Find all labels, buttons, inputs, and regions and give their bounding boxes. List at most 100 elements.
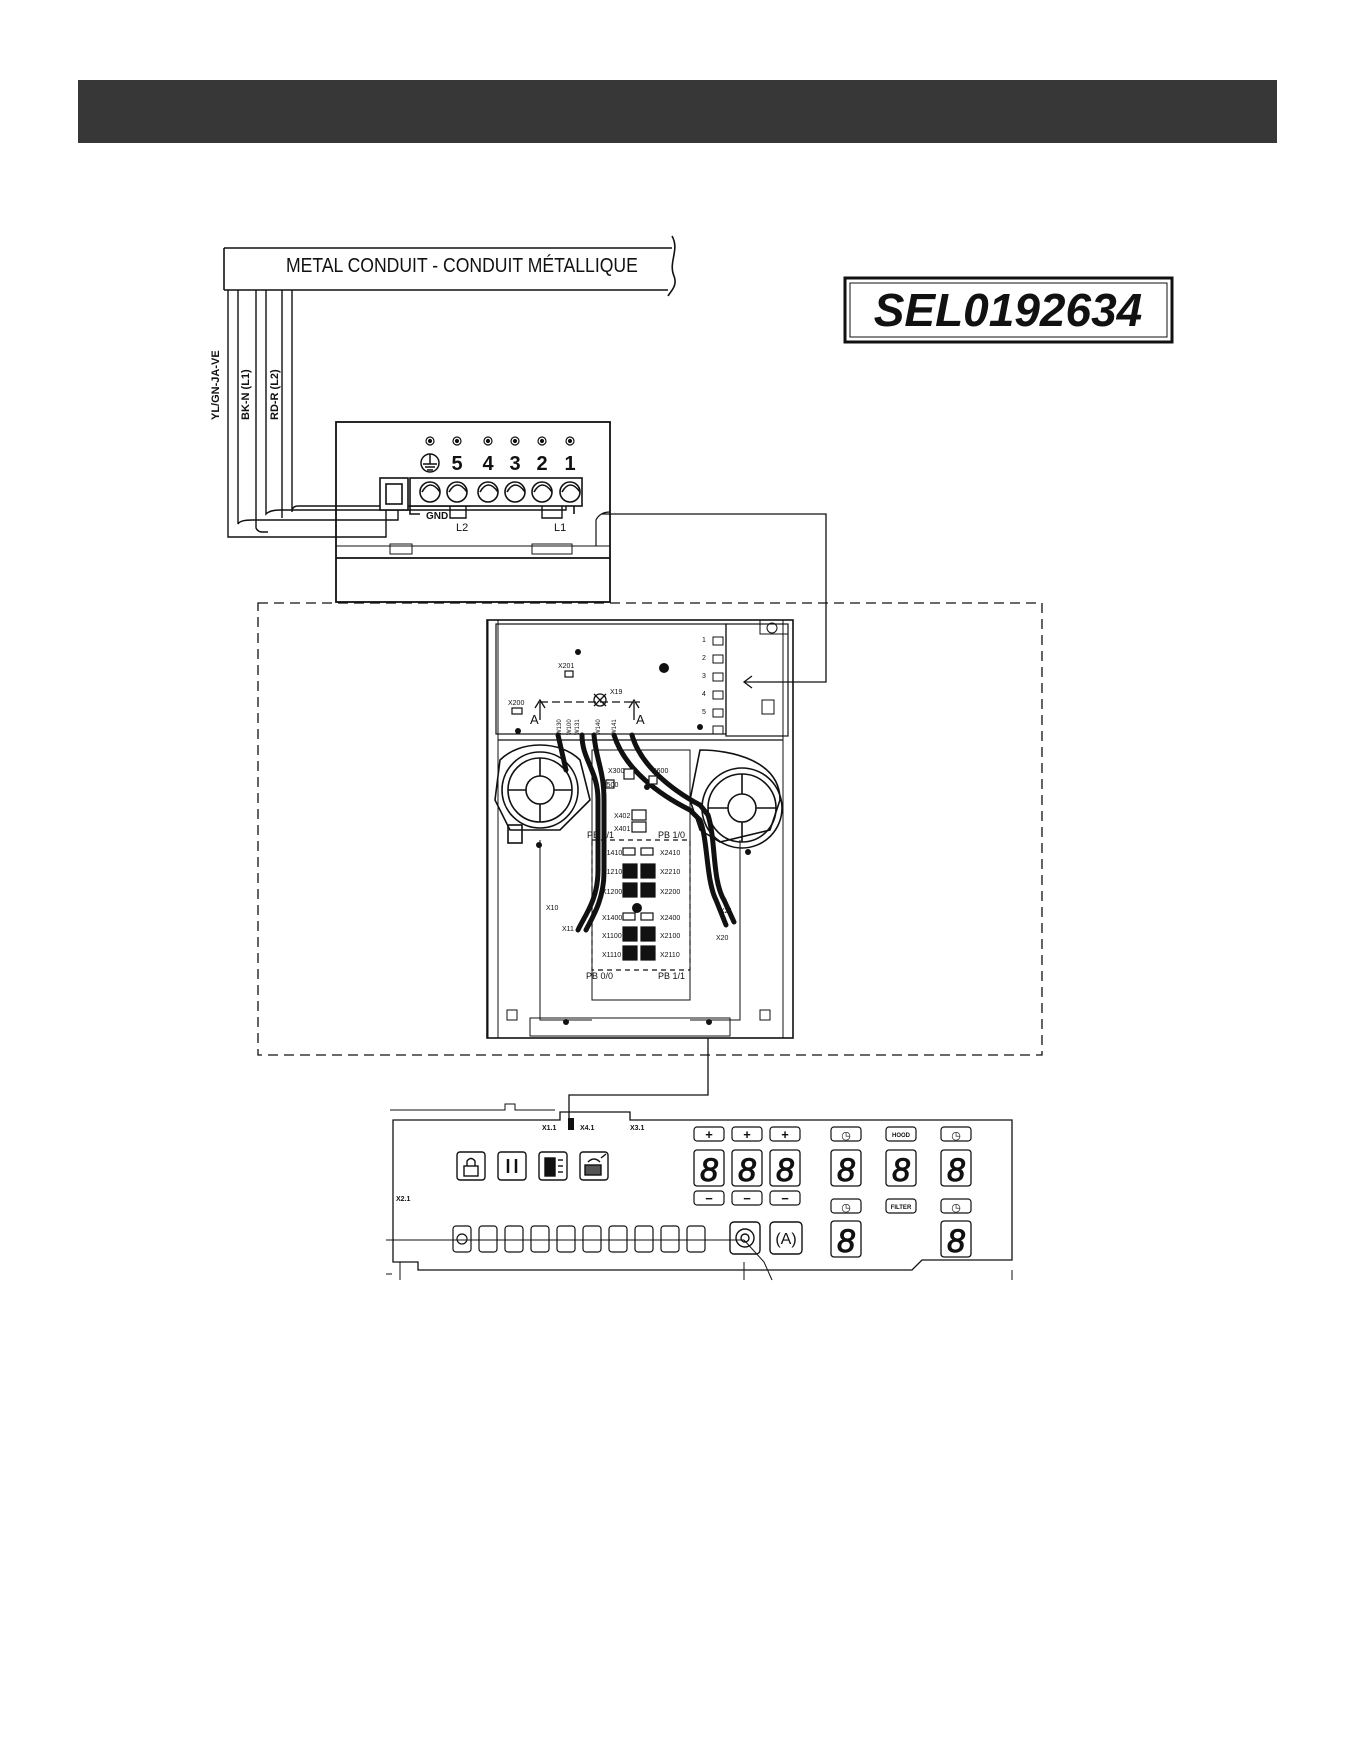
digit-2: 8 (738, 1152, 756, 1188)
label-x11: X11 (562, 926, 574, 933)
relay-label-x1410: X1410 (602, 850, 622, 857)
power-board-labels: 1 2 3 4 5 X201 X200 X19 A A W130 W100 W1… (508, 637, 733, 981)
plus-keys (693, 1126, 801, 1142)
cooktop-outline-dashed (257, 602, 1043, 1056)
timer-key-1-icon: ◷ (841, 1130, 851, 1142)
label-x600: X600 (652, 768, 668, 775)
model-code-box (843, 276, 1174, 344)
side-pin-2: 2 (702, 655, 706, 662)
digit-4: 8 (837, 1152, 855, 1188)
timer-key-2-icon: ◷ (951, 1130, 961, 1142)
label-pb11: PB 1/1 (658, 971, 685, 981)
wire-label-l1: BK-N (L1) (240, 369, 252, 420)
label-pb00: PB 0/0 (586, 971, 613, 981)
label-w140: W140 (596, 719, 602, 735)
relay-label-x1100: X1100 (602, 933, 622, 940)
label-x200: X200 (508, 700, 524, 707)
control-board (386, 1103, 1013, 1281)
ground-symbol-icon (420, 453, 440, 473)
screw-terminals (379, 477, 583, 515)
terminal-number-5: 5 (451, 453, 462, 475)
label-pb10: PB 1/0 (658, 830, 685, 840)
connector-x41: X4.1 (580, 1125, 595, 1132)
timer-key-3-icon: ◷ (841, 1202, 851, 1214)
label-pb01: PB 0/1 (587, 830, 614, 840)
digit-5: 8 (892, 1152, 910, 1188)
terminal-number-2: 2 (536, 453, 547, 475)
metal-conduit (223, 235, 676, 297)
label-x402: X402 (614, 813, 630, 820)
label-x19: X19 (610, 689, 623, 696)
side-pin-1: 1 (702, 637, 706, 644)
header-bar (78, 80, 1277, 143)
side-pin-4: 4 (702, 691, 706, 698)
label-section-a-left: A (530, 712, 539, 727)
target-key (729, 1221, 761, 1255)
label-w100: W100 (567, 719, 573, 735)
relay-label-x1400: X1400 (602, 915, 622, 922)
relay-label-x2400: X2400 (660, 915, 680, 922)
digit-3: 8 (776, 1152, 794, 1188)
filter-key-label: FILTER (891, 1205, 912, 1211)
relay-matrix (511, 670, 691, 971)
label-x300: X300 (608, 768, 624, 775)
plus-key-1-label: + (705, 1127, 713, 1142)
terminal-block (335, 421, 611, 603)
terminal-indicators (425, 436, 575, 446)
section-line (534, 693, 640, 720)
control-board-labels: X1.1 X4.1 X3.1 X2.1 (396, 1125, 645, 1203)
wire-harness (555, 732, 737, 933)
keep-warm-key (538, 1151, 568, 1181)
power-slider (452, 1225, 706, 1253)
label-x20: X20 (716, 935, 729, 942)
wire-label-l2: RD-R (L2) (269, 369, 281, 420)
label-w130: W130 (557, 719, 563, 735)
cookware-key (579, 1151, 609, 1181)
terminal-label-l1: L1 (554, 522, 566, 534)
minus-key-3-label: − (781, 1191, 789, 1206)
relay-label-x2100: X2100 (660, 933, 680, 940)
connector-x21: X2.1 (396, 1196, 411, 1203)
hood-key-label: HOOD (892, 1133, 911, 1139)
label-section-a-right: A (636, 712, 645, 727)
relay-label-x1210: X1210 (602, 869, 622, 876)
terminal-label-l2: L2 (456, 522, 468, 534)
terminal-to-board-wire (602, 513, 827, 689)
label-x10: X10 (546, 905, 559, 912)
auto-key-label: (A) (775, 1231, 796, 1248)
relay-label-x2110: X2110 (660, 952, 680, 959)
timer-key-4-icon: ◷ (951, 1202, 961, 1214)
digit-1: 8 (700, 1152, 718, 1188)
relay-label-x2210: X2210 (660, 869, 680, 876)
terminal-number-3: 3 (509, 453, 520, 475)
digit-7: 8 (837, 1223, 855, 1259)
digit-glyphs: 8 8 8 8 8 8 8 8 (700, 1152, 966, 1260)
label-x401: X401 (614, 826, 630, 833)
terminal-jumpers (449, 506, 563, 519)
wire-label-ground: YL/GN-JA-VE (210, 350, 222, 420)
minus-key-1-label: − (705, 1191, 713, 1206)
board-to-control-wire (568, 1038, 709, 1120)
terminal-label-gnd: GND (426, 511, 448, 522)
pause-key (497, 1151, 527, 1181)
conduit-label: METAL CONDUIT - CONDUIT MÉTALLIQUE (286, 254, 638, 276)
relay-label-x1200: X1200 (602, 889, 622, 896)
power-board (486, 619, 794, 1039)
label-w141: W141 (612, 719, 618, 735)
feed-wires (227, 290, 567, 538)
digit-8: 8 (947, 1223, 965, 1259)
top-right-keys (830, 1126, 972, 1214)
terminal-number-4: 4 (482, 453, 494, 475)
relay-label-x2410: X2410 (660, 850, 680, 857)
relay-label-x2200: X2200 (660, 889, 680, 896)
digit-6: 8 (947, 1152, 965, 1188)
relay-label-x1110: X1110 (602, 952, 621, 959)
model-code: SEL0192634 (874, 284, 1143, 336)
fan-left-icon (494, 744, 591, 844)
connector-x31: X3.1 (630, 1125, 645, 1132)
auto-key (769, 1221, 803, 1255)
plus-key-2-label: + (743, 1127, 751, 1142)
plus-key-3-label: + (781, 1127, 789, 1142)
label-x201: X201 (558, 663, 574, 670)
